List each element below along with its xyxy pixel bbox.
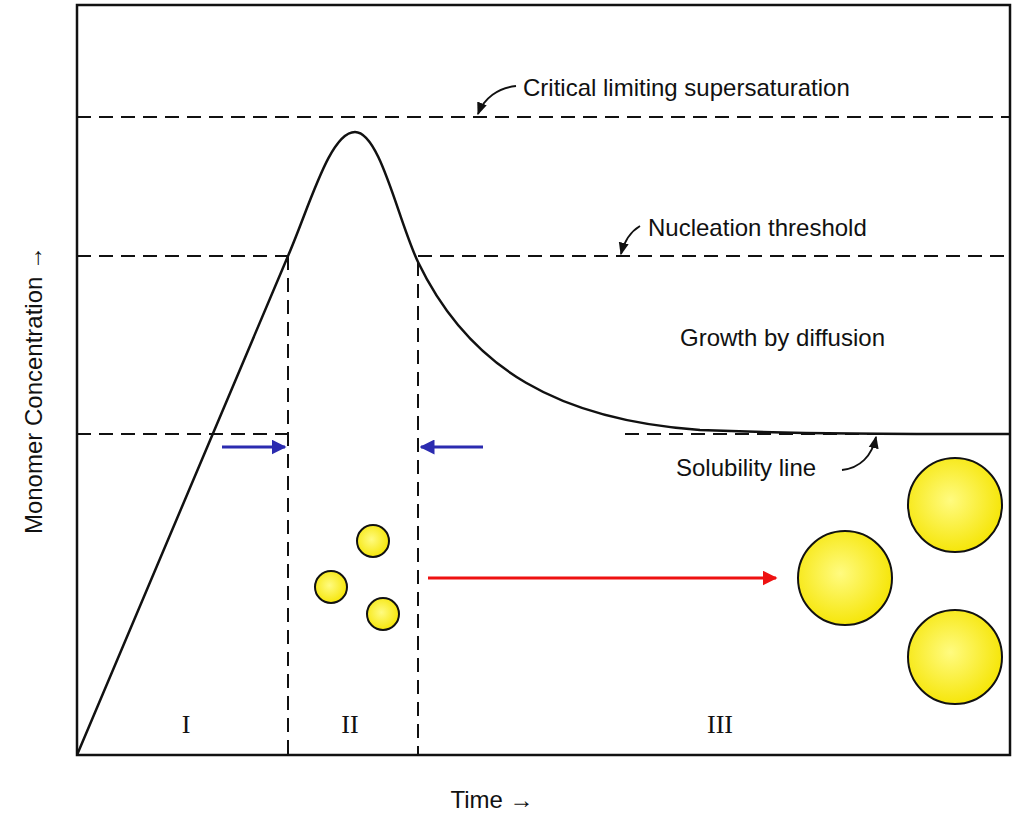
plot-frame <box>77 5 1010 755</box>
axis-title: Time → <box>450 788 533 812</box>
stage-number: II <box>341 712 358 738</box>
region-label: Growth by diffusion <box>680 326 885 350</box>
stage-number: III <box>707 712 733 738</box>
growth-arrow <box>428 577 776 580</box>
level-label: Critical limiting supersaturation <box>520 76 853 100</box>
concentration-curve <box>77 132 1010 755</box>
dashed-levels <box>77 117 1010 755</box>
stage-number: I <box>182 712 191 738</box>
nucleation-window-arrow <box>421 446 483 449</box>
particles <box>315 458 1002 704</box>
level-label: Nucleation threshold <box>645 216 870 240</box>
leader-arrow <box>842 437 876 470</box>
leader-arrow <box>621 226 640 254</box>
level-label: Solubility line <box>676 456 816 480</box>
nucleation-window-arrow <box>222 446 285 449</box>
leader-arrow <box>478 86 516 114</box>
axis-title: Monomer Concentration → <box>22 246 46 534</box>
